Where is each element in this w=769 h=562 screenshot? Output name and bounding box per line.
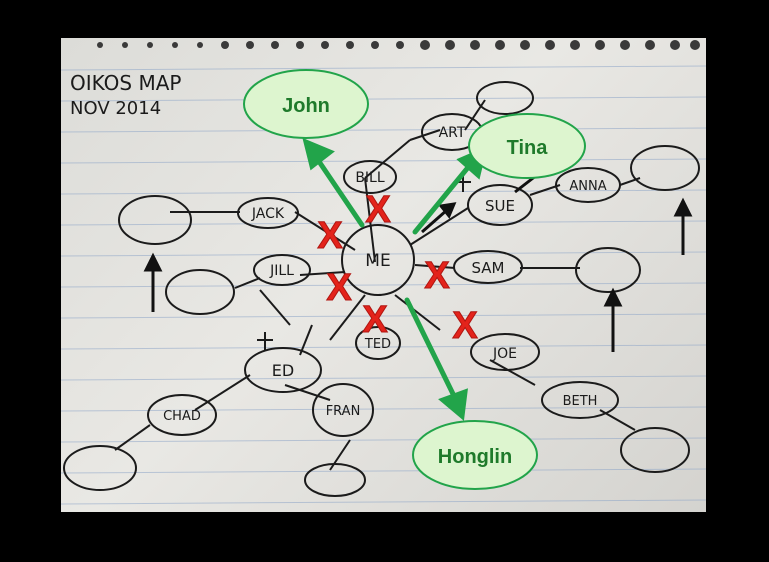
ruled-lines xyxy=(61,65,706,505)
bubble-tina: Tina xyxy=(468,113,586,179)
node-label-beth: BETH xyxy=(563,394,598,409)
x-mark: X xyxy=(326,267,352,309)
map-title-line2: NOV 2014 xyxy=(70,98,161,119)
x-mark: X xyxy=(424,255,450,297)
node-me xyxy=(341,224,415,296)
node-label-sue: SUE xyxy=(485,197,515,215)
x-mark: X xyxy=(365,189,391,231)
node-label-fran: FRAN xyxy=(326,404,361,419)
node-label-art: ART xyxy=(439,125,466,141)
x-mark: X xyxy=(362,299,388,341)
node-label-sam: SAM xyxy=(471,259,504,277)
name-ellipses xyxy=(63,81,700,497)
oikos-map-drawing: OIKOS MAP NOV 2014 xyxy=(61,40,706,505)
x-mark: X xyxy=(317,215,343,257)
node-label-jack: JACK xyxy=(251,206,285,222)
node-label-ed: ED xyxy=(272,361,294,380)
spiral-binding xyxy=(97,40,700,50)
notebook-photo: OIKOS MAP NOV 2014 xyxy=(61,38,706,512)
node-label-anna: ANNA xyxy=(569,179,606,194)
node-label-chad: CHAD xyxy=(163,409,201,424)
bubble-label-john: John xyxy=(282,95,330,117)
node-label-me: ME xyxy=(365,251,390,271)
x-mark: X xyxy=(452,305,478,347)
node-label-joe: JOE xyxy=(492,346,517,362)
bubble-label-tina: Tina xyxy=(507,137,549,159)
red-x-marks: X X X X X X xyxy=(317,189,479,348)
node-label-bill: BILL xyxy=(355,170,385,186)
bubble-honglin: Honglin xyxy=(412,420,538,490)
map-title-line1: OIKOS MAP xyxy=(70,71,181,95)
bubble-label-honglin: Honglin xyxy=(438,446,512,468)
node-label-ted: TED xyxy=(364,337,391,352)
bubble-john: John xyxy=(243,69,369,139)
node-label-jill: JILL xyxy=(269,263,294,279)
